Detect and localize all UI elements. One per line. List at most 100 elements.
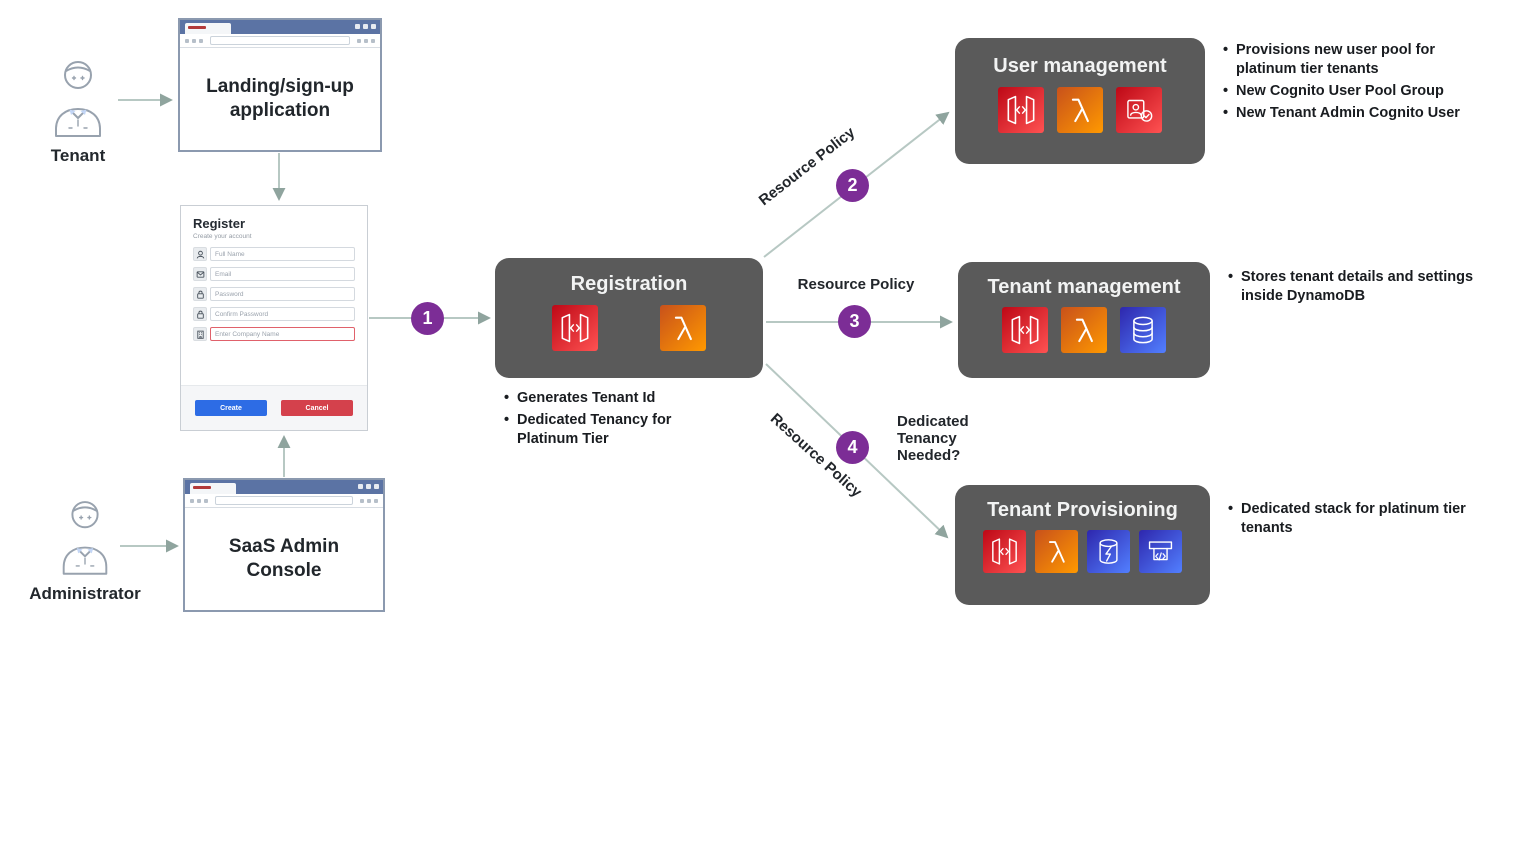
landing-window-title: Landing/sign-up application (206, 76, 354, 121)
user-icon (193, 247, 207, 261)
password-field[interactable] (210, 287, 355, 301)
tenant-label: Tenant (50, 146, 106, 165)
note-item: Dedicated stack for platinum tier tenant… (1227, 500, 1477, 538)
settings-icon[interactable] (364, 38, 368, 43)
back-icon[interactable] (190, 498, 194, 503)
minimize-icon[interactable] (358, 484, 363, 489)
window-controls[interactable] (355, 24, 376, 29)
close-icon[interactable] (371, 24, 376, 29)
tenant-management-notes: Stores tenant details and settings insid… (1227, 268, 1489, 309)
register-form-footer: Create Cancel (181, 385, 367, 430)
bookmark-icon[interactable] (357, 38, 361, 43)
resource-policy-label-step3: Resource Policy (797, 276, 915, 293)
confirm-password-row (193, 307, 355, 321)
email-row (193, 267, 355, 281)
step-1-badge: 1 (411, 302, 444, 335)
registration-service-box: Registration (495, 258, 763, 378)
note-item: Stores tenant details and settings insid… (1227, 268, 1489, 306)
register-form-title: Register (193, 216, 246, 231)
user-management-title: User management (993, 55, 1167, 77)
forward-icon[interactable] (192, 38, 196, 43)
api-gateway-icon (998, 87, 1044, 133)
step-4-badge: 4 (836, 431, 869, 464)
lambda-icon (1061, 307, 1107, 353)
refresh-icon[interactable] (204, 498, 208, 503)
address-bar[interactable] (215, 496, 353, 505)
create-button[interactable]: Create (195, 400, 267, 416)
browser-titlebar (185, 480, 383, 494)
menu-icon[interactable] (371, 38, 375, 43)
api-gateway-icon (1002, 307, 1048, 353)
company-icon (193, 327, 207, 341)
company-name-row (193, 327, 355, 341)
administrator-actor: Administrator (10, 492, 160, 604)
tenant-management-service-box: Tenant management (958, 262, 1210, 378)
browser-tab[interactable] (185, 23, 231, 34)
note-item: Provisions new user pool for platinum ti… (1222, 41, 1477, 79)
menu-icon[interactable] (374, 498, 378, 503)
cognito-icon (1116, 87, 1162, 133)
settings-icon[interactable] (367, 498, 371, 503)
note-item: New Cognito User Pool Group (1222, 82, 1477, 101)
cloudformation-icon (1139, 530, 1182, 573)
browser-titlebar (180, 20, 380, 34)
administrator-label: Administrator (29, 584, 141, 603)
refresh-icon[interactable] (199, 38, 203, 43)
note-item: New Tenant Admin Cognito User (1222, 104, 1477, 123)
dedicated-tenancy-decision-label: Dedicated Tenancy Needed? (897, 413, 969, 464)
step-3-badge: 3 (838, 305, 871, 338)
lock-icon (193, 287, 207, 301)
step-4-number: 4 (847, 437, 858, 457)
tenant-management-title: Tenant management (987, 276, 1181, 298)
note-item: Generates Tenant Id (503, 389, 693, 408)
register-form-subtitle: Create your account (193, 233, 252, 240)
dynamodb-icon (1120, 307, 1166, 353)
maximize-icon[interactable] (366, 484, 371, 489)
user-management-notes: Provisions new user pool for platinum ti… (1222, 41, 1477, 127)
email-icon (193, 267, 207, 281)
window-controls[interactable] (358, 484, 379, 489)
full-name-field[interactable] (210, 247, 355, 261)
browser-tab[interactable] (190, 483, 236, 494)
minimize-icon[interactable] (355, 24, 360, 29)
saas-admin-console-window: SaaS Admin Console (183, 478, 385, 612)
company-name-field[interactable] (210, 327, 355, 341)
maximize-icon[interactable] (363, 24, 368, 29)
step-1-number: 1 (422, 308, 433, 328)
api-gateway-icon (983, 530, 1026, 573)
lambda-icon (660, 305, 706, 351)
close-icon[interactable] (374, 484, 379, 489)
tenant-provisioning-title: Tenant Provisioning (987, 499, 1178, 521)
person-icon (46, 52, 110, 143)
tenant-provisioning-notes: Dedicated stack for platinum tier tenant… (1227, 500, 1477, 541)
step-3-number: 3 (849, 311, 860, 331)
api-gateway-icon (552, 305, 598, 351)
tenant-provisioning-service-box: Tenant Provisioning (955, 485, 1210, 605)
full-name-row (193, 247, 355, 261)
tenant-actor: Tenant (35, 52, 121, 166)
browser-toolbar (180, 34, 380, 48)
step-2-number: 2 (847, 175, 858, 195)
step-2-badge: 2 (836, 169, 869, 202)
admin-console-window-title: SaaS Admin Console (228, 536, 340, 581)
lambda-icon (1057, 87, 1103, 133)
password-row (193, 287, 355, 301)
person-icon (54, 492, 116, 581)
landing-signup-window: Landing/sign-up application (178, 18, 382, 152)
registration-title: Registration (570, 273, 688, 295)
note-item: Dedicated Tenancy for Platinum Tier (503, 411, 693, 449)
registration-notes: Generates Tenant Id Dedicated Tenancy fo… (503, 389, 693, 452)
confirm-password-field[interactable] (210, 307, 355, 321)
back-icon[interactable] (185, 38, 189, 43)
forward-icon[interactable] (197, 498, 201, 503)
lambda-icon (1035, 530, 1078, 573)
dynamodb-icon (1087, 530, 1130, 573)
cancel-button[interactable]: Cancel (281, 400, 353, 416)
user-management-service-box: User management (955, 38, 1205, 164)
register-form: Register Create your account Create Canc… (180, 205, 368, 431)
address-bar[interactable] (210, 36, 350, 45)
email-field[interactable] (210, 267, 355, 281)
browser-toolbar (185, 494, 383, 508)
bookmark-icon[interactable] (360, 498, 364, 503)
lock-icon (193, 307, 207, 321)
